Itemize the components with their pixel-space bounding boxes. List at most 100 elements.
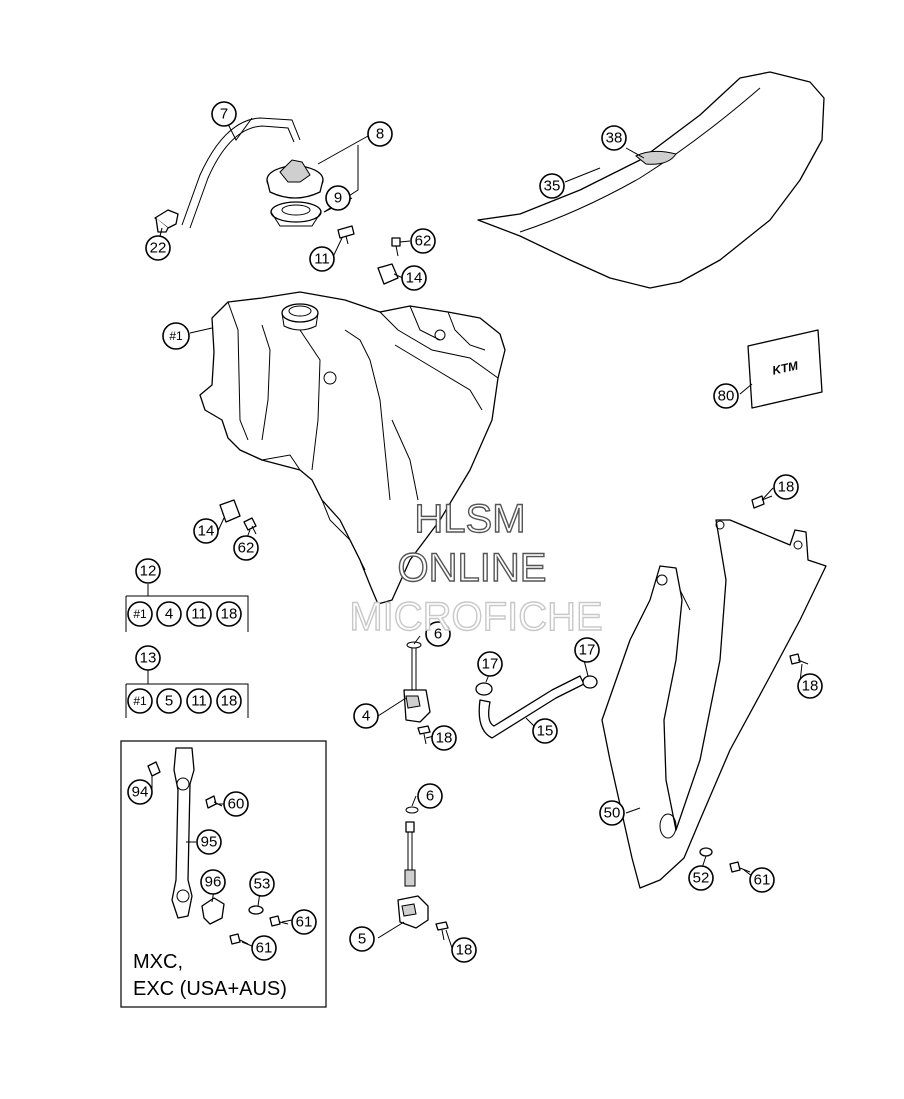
callout-38: 38 — [601, 125, 627, 151]
fuel-cap — [266, 159, 324, 199]
spacer-14-top — [377, 263, 399, 285]
callout-17-right: 17 — [574, 637, 600, 663]
callout-7: 7 — [211, 101, 237, 127]
callout-5: 5 — [349, 926, 375, 952]
svg-text:11: 11 — [191, 693, 207, 710]
fuel-cap-gasket — [270, 201, 322, 227]
variant-box — [120, 740, 327, 1008]
svg-text:#1: #1 — [169, 329, 183, 343]
callout-17-left: 17 — [477, 651, 503, 677]
washer-53 — [248, 905, 264, 915]
variant-line-2: EXC (USA+AUS) — [133, 978, 287, 1000]
callout-61-spoiler: 61 — [749, 867, 775, 893]
svg-text:9: 9 — [334, 190, 342, 207]
svg-text:15: 15 — [537, 723, 554, 740]
callout-18-spoiler-top: 18 — [773, 474, 799, 500]
kit-12-item-4: 18 — [216, 601, 242, 627]
svg-text:62: 62 — [415, 233, 432, 250]
callout-18-spoiler-mid: 18 — [797, 673, 823, 699]
svg-text:18: 18 — [436, 730, 453, 747]
callout-53: 53 — [249, 871, 275, 897]
svg-text:4: 4 — [362, 708, 370, 725]
svg-text:61: 61 — [754, 872, 771, 889]
callout-61-box-right: 61 — [291, 909, 317, 935]
svg-text:17: 17 — [482, 656, 499, 673]
callout-15: 15 — [532, 718, 558, 744]
svg-text:62: 62 — [238, 540, 255, 557]
callout-18-tap4: 18 — [431, 725, 457, 751]
svg-text:94: 94 — [132, 784, 149, 801]
svg-text:12: 12 — [140, 563, 157, 580]
kit-13-item-1: #1 — [127, 688, 153, 714]
svg-text:22: 22 — [150, 240, 167, 257]
fuel-tap-5 — [397, 821, 429, 929]
svg-text:11: 11 — [191, 606, 207, 623]
kit-12-item-1: #1 — [127, 601, 153, 627]
callout-8: 8 — [367, 121, 393, 147]
fuel-tank — [199, 291, 506, 605]
kit-13-item-3: 11 — [186, 688, 212, 714]
watermark-line-3: MICROFICHE — [349, 595, 602, 639]
callout-94: 94 — [127, 779, 153, 805]
callout-1: #1 — [162, 322, 190, 350]
svg-text:13: 13 — [140, 650, 157, 667]
bolt-61-box-right — [269, 915, 289, 927]
kit-13-item-4: 18 — [216, 688, 242, 714]
callout-80: 80 — [713, 383, 739, 409]
callout-9: 9 — [325, 185, 351, 211]
bolt-18-spoiler-top — [751, 495, 773, 509]
tank-spoiler-50 — [601, 519, 827, 889]
svg-text:17: 17 — [579, 642, 596, 659]
svg-text:4: 4 — [165, 606, 173, 623]
svg-text:95: 95 — [201, 834, 218, 851]
callout-14-top: 14 — [401, 265, 427, 291]
svg-text:5: 5 — [358, 931, 366, 948]
svg-text:#1: #1 — [133, 694, 147, 708]
svg-text:7: 7 — [220, 106, 228, 123]
svg-text:53: 53 — [254, 876, 271, 893]
o-ring-6-upper — [406, 641, 422, 649]
svg-text:5: 5 — [165, 693, 173, 710]
screw-11 — [337, 225, 355, 245]
kit-12-bracket — [125, 584, 249, 632]
svg-text:18: 18 — [221, 606, 238, 623]
svg-text:18: 18 — [221, 693, 238, 710]
bolt-61-spoiler — [729, 861, 751, 873]
ktm-decal: KTM — [747, 329, 823, 409]
bolt-18-spoiler-mid — [789, 653, 809, 665]
svg-text:50: 50 — [604, 805, 621, 822]
svg-text:61: 61 — [256, 940, 273, 957]
callout-96: 96 — [200, 869, 226, 895]
callout-60: 60 — [223, 791, 249, 817]
svg-text:14: 14 — [198, 523, 215, 540]
svg-text:6: 6 — [426, 788, 434, 805]
kit-12-item-2: 4 — [156, 601, 182, 627]
svg-text:96: 96 — [205, 874, 222, 891]
bolt-62-mid — [243, 517, 257, 535]
kit-12-item-3: 11 — [186, 601, 212, 627]
callout-52: 52 — [688, 865, 714, 891]
callout-6-lower: 6 — [417, 783, 443, 809]
svg-text:6: 6 — [434, 626, 442, 643]
seat — [477, 71, 825, 289]
svg-text:38: 38 — [606, 130, 623, 147]
callout-11: 11 — [309, 246, 335, 272]
fuel-tap-clamp-96 — [201, 897, 225, 925]
callout-95: 95 — [196, 829, 222, 855]
variant-line-1: MXC, — [133, 951, 183, 973]
bracket-95 — [171, 747, 195, 919]
kit-12-label: 12 — [135, 558, 161, 584]
ktm-decal-logo: KTM — [771, 358, 800, 377]
callout-18-tap5: 18 — [451, 937, 477, 963]
callout-14-mid: 14 — [193, 518, 219, 544]
svg-text:8: 8 — [376, 126, 384, 143]
svg-text:35: 35 — [544, 178, 561, 195]
svg-text:14: 14 — [406, 270, 423, 287]
fuel-hose-15 — [478, 675, 585, 739]
fuel-tap-4 — [403, 648, 431, 723]
svg-text:60: 60 — [228, 796, 245, 813]
kit-13-item-2: 5 — [156, 688, 182, 714]
bolt-62-top — [391, 237, 401, 257]
svg-text:52: 52 — [693, 870, 710, 887]
